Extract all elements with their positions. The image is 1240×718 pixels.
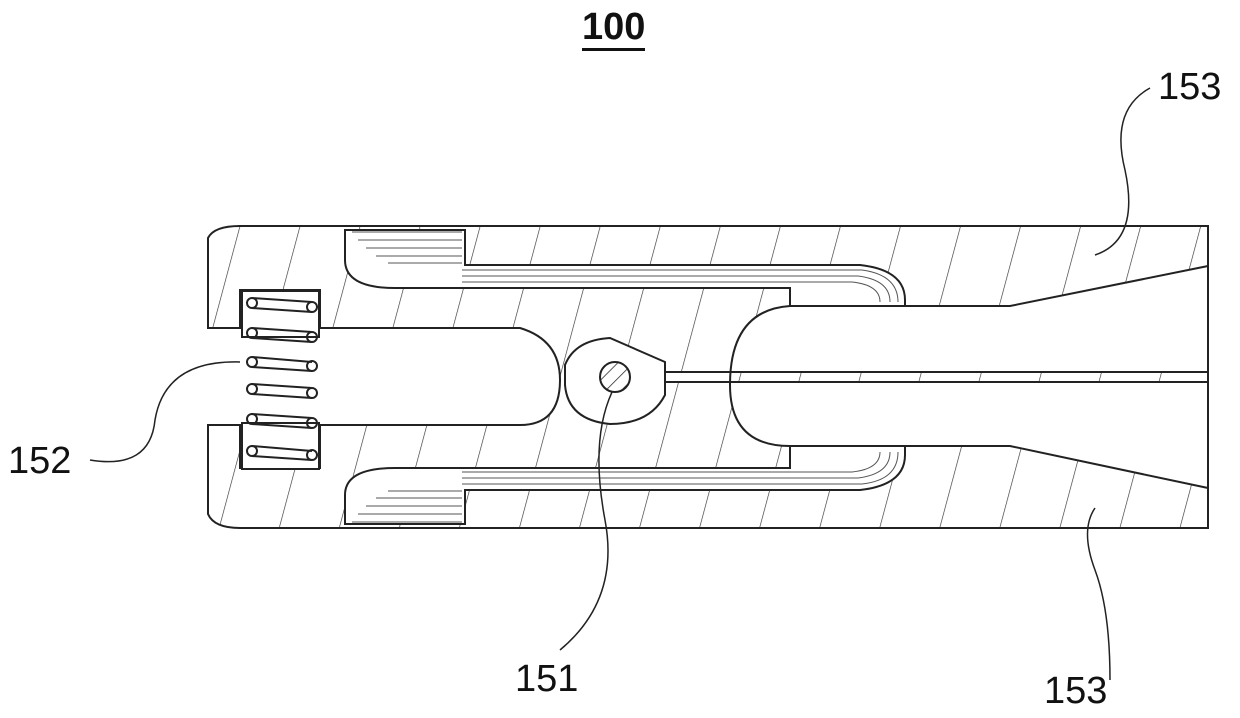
ref-label-153-upper-jaw: 153: [1158, 68, 1221, 106]
pivot-pin: [600, 362, 630, 392]
ref-label-153-lower-jaw: 153: [1044, 672, 1107, 710]
spring-coils: [242, 291, 319, 469]
ref-label-151-pivot: 151: [515, 660, 578, 698]
figure-reference-number: 100: [582, 8, 645, 51]
ref-label-152-spring: 152: [8, 442, 71, 480]
leader-153-bottom: [1088, 508, 1111, 680]
